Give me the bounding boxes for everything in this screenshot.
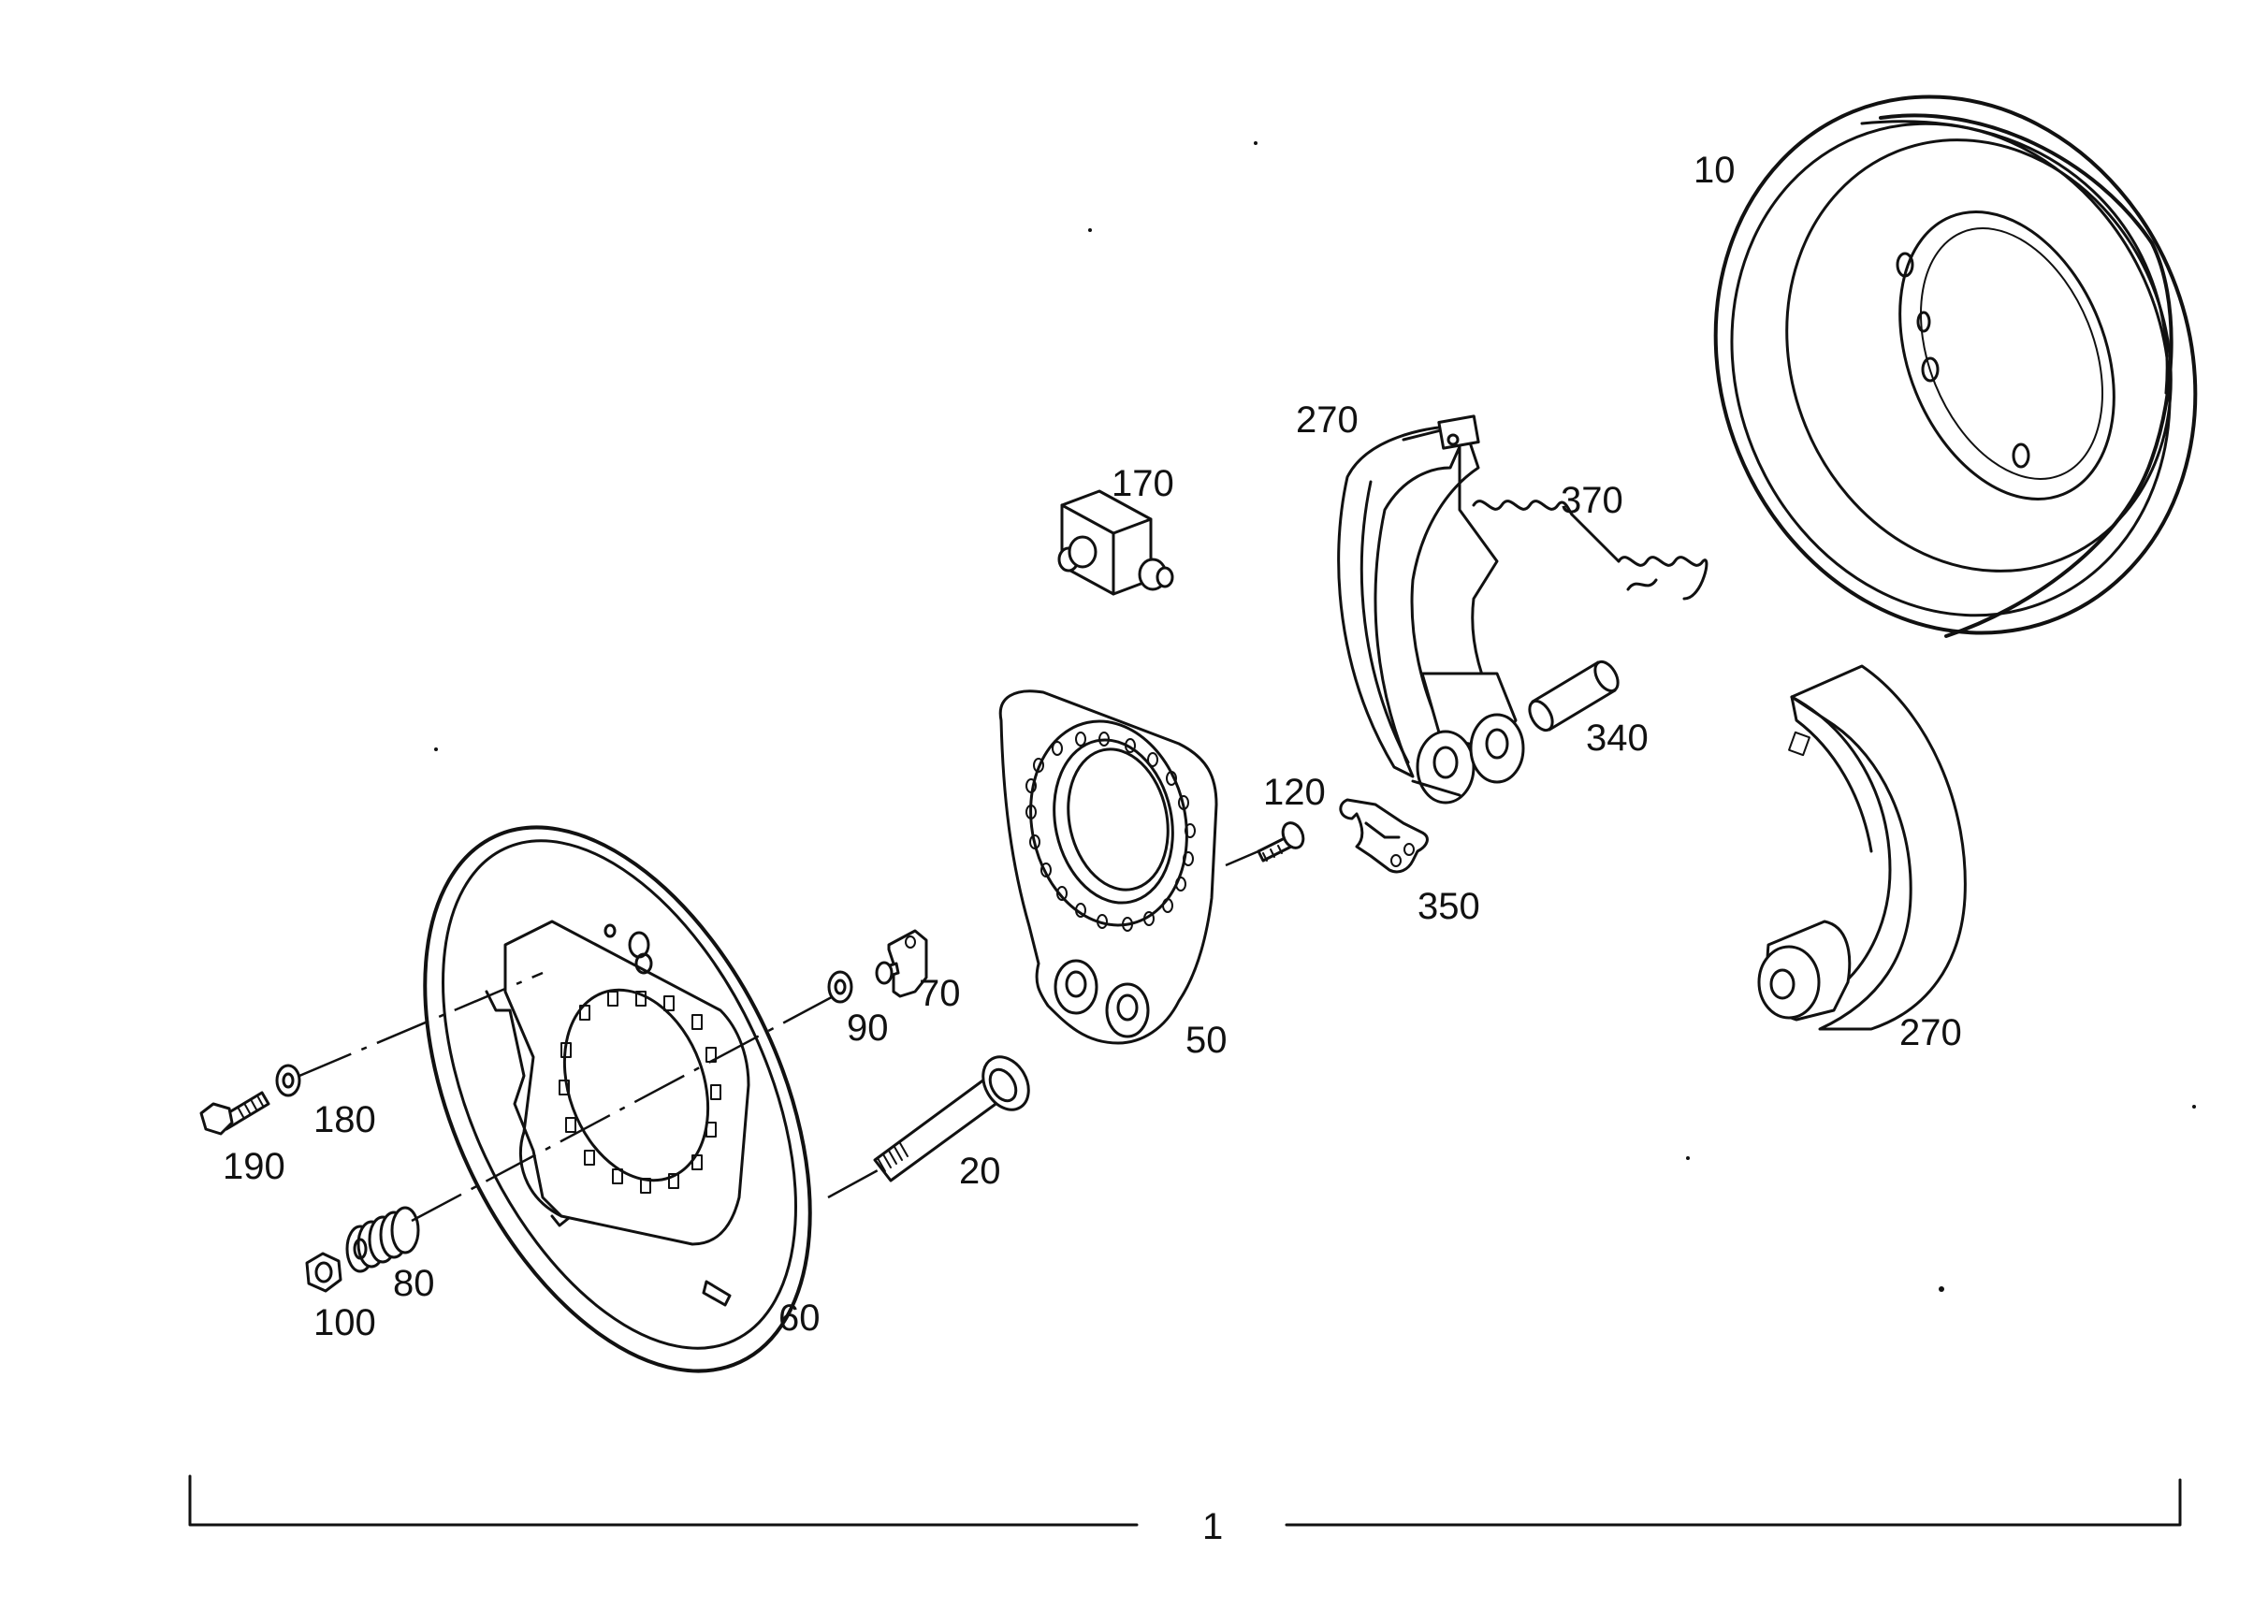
assembly-axis-lines bbox=[298, 849, 1259, 1223]
label-170: 170 bbox=[1112, 463, 1174, 504]
label-70: 70 bbox=[919, 973, 961, 1014]
assembly-bracket bbox=[188, 1474, 2182, 1527]
bracket-part-70 bbox=[875, 929, 928, 998]
part-labels: 10 270 170 370 340 120 350 270 50 70 90 … bbox=[223, 150, 1962, 1547]
bolt-part-20 bbox=[873, 1055, 1030, 1182]
wheel-cylinder-part-170 bbox=[1057, 489, 1174, 596]
label-340: 340 bbox=[1586, 718, 1649, 759]
label-270-top: 270 bbox=[1296, 399, 1359, 441]
stray-marks bbox=[434, 141, 2196, 1292]
label-20: 20 bbox=[959, 1151, 1001, 1192]
clip-part-350 bbox=[1339, 798, 1429, 874]
label-270-bottom: 270 bbox=[1899, 1012, 1962, 1053]
brake-shoe-part-270-upper bbox=[1337, 414, 1525, 805]
label-180: 180 bbox=[313, 1099, 376, 1140]
label-90: 90 bbox=[847, 1008, 889, 1049]
label-350: 350 bbox=[1418, 886, 1480, 927]
label-370: 370 bbox=[1561, 480, 1623, 521]
label-190: 190 bbox=[223, 1146, 285, 1187]
brake-shoe-part-270-lower bbox=[1757, 664, 1967, 1031]
backing-plate-part-60 bbox=[423, 825, 812, 1373]
return-springs-part-370 bbox=[1472, 500, 1708, 601]
label-120: 120 bbox=[1263, 772, 1326, 813]
washer-part-90 bbox=[827, 970, 853, 1004]
screw-part-120 bbox=[1257, 821, 1305, 863]
label-100: 100 bbox=[313, 1302, 376, 1343]
anchor-plate-part-50 bbox=[998, 689, 1218, 1045]
nut-part-100 bbox=[305, 1252, 342, 1293]
label-50: 50 bbox=[1185, 1020, 1228, 1061]
washer-part-180 bbox=[275, 1064, 301, 1097]
spring-washer-part-80 bbox=[345, 1206, 420, 1273]
label-60: 60 bbox=[778, 1298, 821, 1339]
hex-bolt-part-190 bbox=[199, 1091, 270, 1136]
pin-part-340 bbox=[1528, 660, 1620, 732]
label-10: 10 bbox=[1694, 150, 1736, 191]
brake-drum-part-10 bbox=[1713, 94, 2198, 638]
label-80: 80 bbox=[393, 1263, 435, 1304]
label-assembly-1: 1 bbox=[1202, 1506, 1223, 1547]
